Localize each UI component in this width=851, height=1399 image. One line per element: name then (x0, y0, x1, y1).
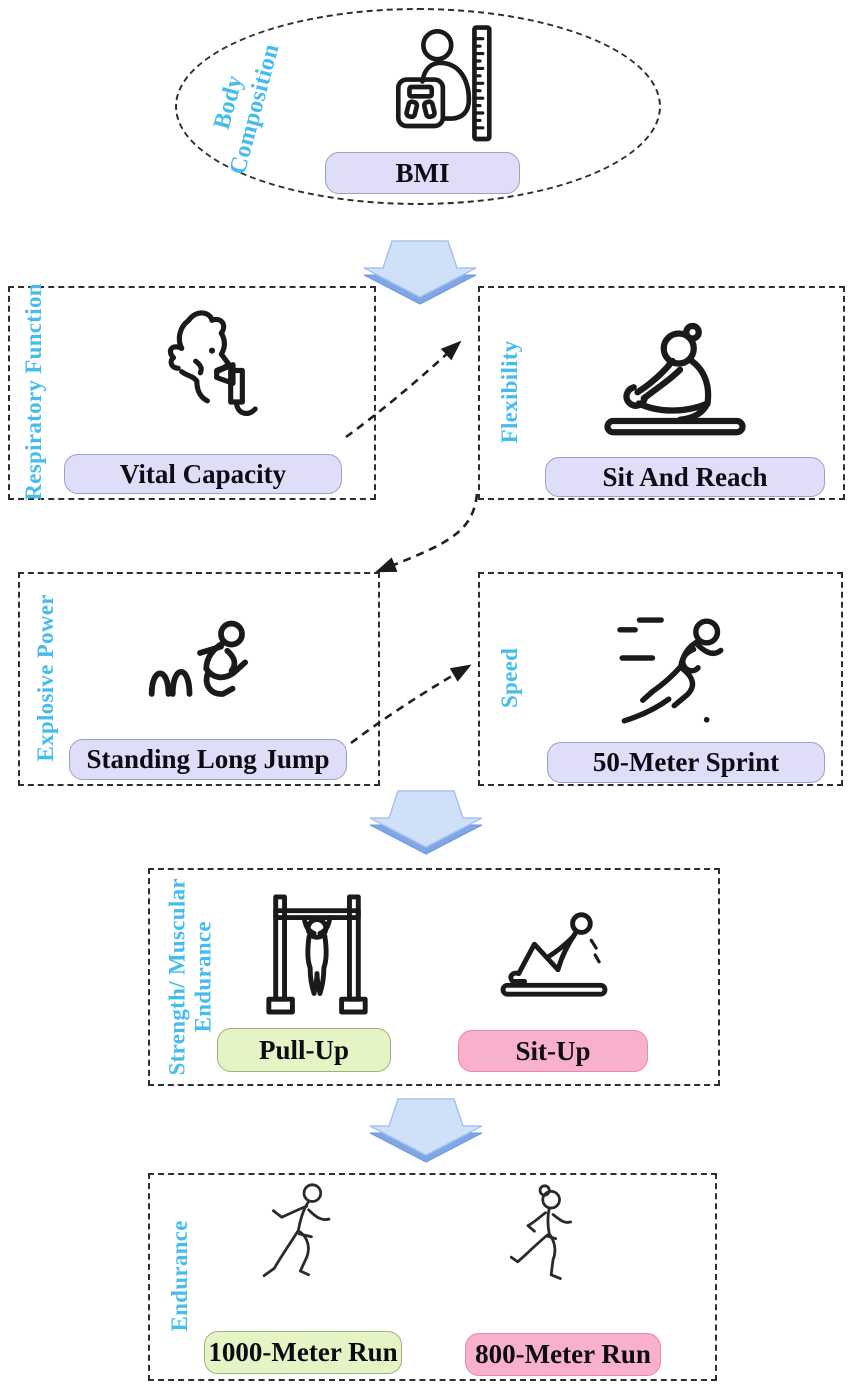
pull-up-icon (258, 884, 376, 1022)
endurance-label: Endurance (167, 1220, 193, 1332)
strength-muscular-endurance-node: Strength/ Muscular Endurance (148, 868, 720, 1086)
speed-label: Speed (497, 647, 523, 709)
spirometry-icon (130, 304, 280, 444)
sprint-icon (602, 606, 742, 736)
respiratory-function-node: Respiratory Function Vital Capacity (8, 283, 376, 501)
female-runner-icon (502, 1182, 604, 1312)
bmi-measurement-icon (385, 22, 497, 152)
sit-up-icon (475, 903, 633, 1001)
standing-long-jump-badge: Standing Long Jump (69, 739, 347, 780)
flow-arrow-down-2 (369, 790, 483, 855)
sit-up-badge: Sit-Up (458, 1030, 648, 1072)
pull-up-badge: Pull-Up (217, 1028, 391, 1072)
flexibility-label: Flexibility (497, 340, 523, 444)
bmi-badge: BMI (325, 152, 520, 194)
flow-arrow-down-3 (369, 1098, 483, 1163)
long-jump-icon (125, 612, 275, 717)
sit-and-reach-icon (585, 316, 765, 441)
male-runner-icon (253, 1181, 355, 1311)
explosive-power-label: Explosive Power (33, 594, 59, 762)
strength-muscular-endurance-label: Strength/ Muscular Endurance (164, 878, 215, 1076)
respiratory-function-label: Respiratory Function (21, 283, 47, 501)
endurance-node: Endurance 1000-Meter Run (148, 1173, 717, 1381)
flexibility-node: Flexibility Sit And Reach (478, 286, 845, 500)
flow-arrow-down-1 (363, 240, 477, 305)
50-meter-sprint-badge: 50-Meter Sprint (547, 742, 825, 783)
800-meter-run-badge: 800-Meter Run (465, 1333, 661, 1376)
body-composition-node: Body Composition BMI (175, 8, 661, 205)
vital-capacity-badge: Vital Capacity (64, 454, 342, 494)
body-composition-label: Body Composition (208, 41, 285, 178)
1000-meter-run-badge: 1000-Meter Run (204, 1331, 402, 1374)
speed-node: Speed 50-Meter Sprint (478, 572, 843, 786)
sit-and-reach-badge: Sit And Reach (545, 457, 825, 497)
explosive-power-node: Explosive Power Standing Long Jump (18, 572, 380, 786)
connector-flexibility-to-explosive-power (375, 493, 479, 573)
